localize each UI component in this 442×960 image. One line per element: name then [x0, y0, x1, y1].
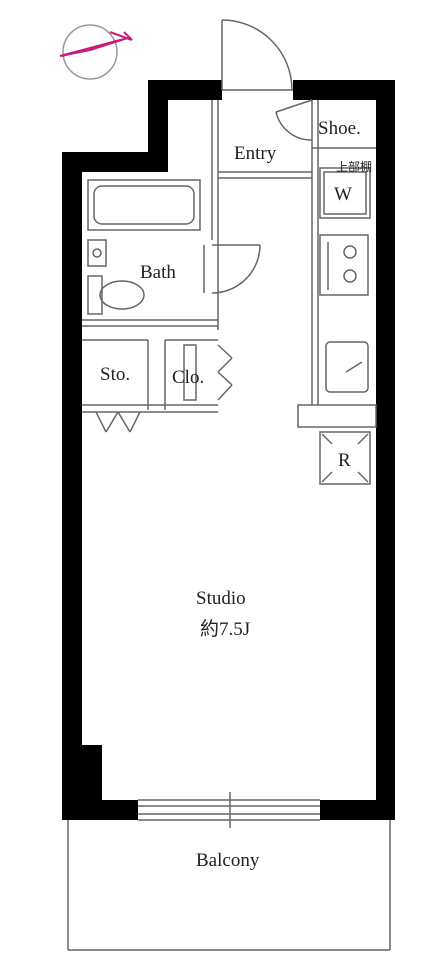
- outer-walls: [62, 80, 395, 820]
- shoe-closet-door: [275, 99, 313, 141]
- closet-door: [183, 344, 233, 401]
- entry-label: Entry: [234, 143, 277, 164]
- storage-label: Sto.: [100, 364, 131, 385]
- bathtub-icon: [87, 179, 201, 231]
- washer-label: W: [334, 184, 352, 205]
- studio-size-label: 約7.5J: [200, 619, 251, 640]
- closet-label: Clo.: [172, 367, 205, 388]
- sink-icon: [87, 239, 107, 267]
- balcony-label: Balcony: [196, 850, 260, 871]
- washer-note-label: 上部棚: [336, 160, 373, 174]
- door-icon: [221, 19, 293, 91]
- studio-label: Studio: [196, 588, 246, 609]
- fridge-icon: [319, 431, 371, 485]
- compass-icon: [59, 24, 133, 80]
- shoe-closet-label: Shoe.: [318, 118, 361, 139]
- stove-icon: [319, 234, 369, 296]
- bath-door: [203, 244, 261, 294]
- fridge-label: R: [338, 450, 351, 471]
- storage-door: [95, 411, 141, 433]
- bath-label: Bath: [140, 262, 176, 283]
- kitchen-sink-icon: [325, 341, 369, 393]
- interior-walls: [67, 89, 391, 951]
- washer-icon: [319, 167, 371, 219]
- toilet-icon: [87, 275, 145, 315]
